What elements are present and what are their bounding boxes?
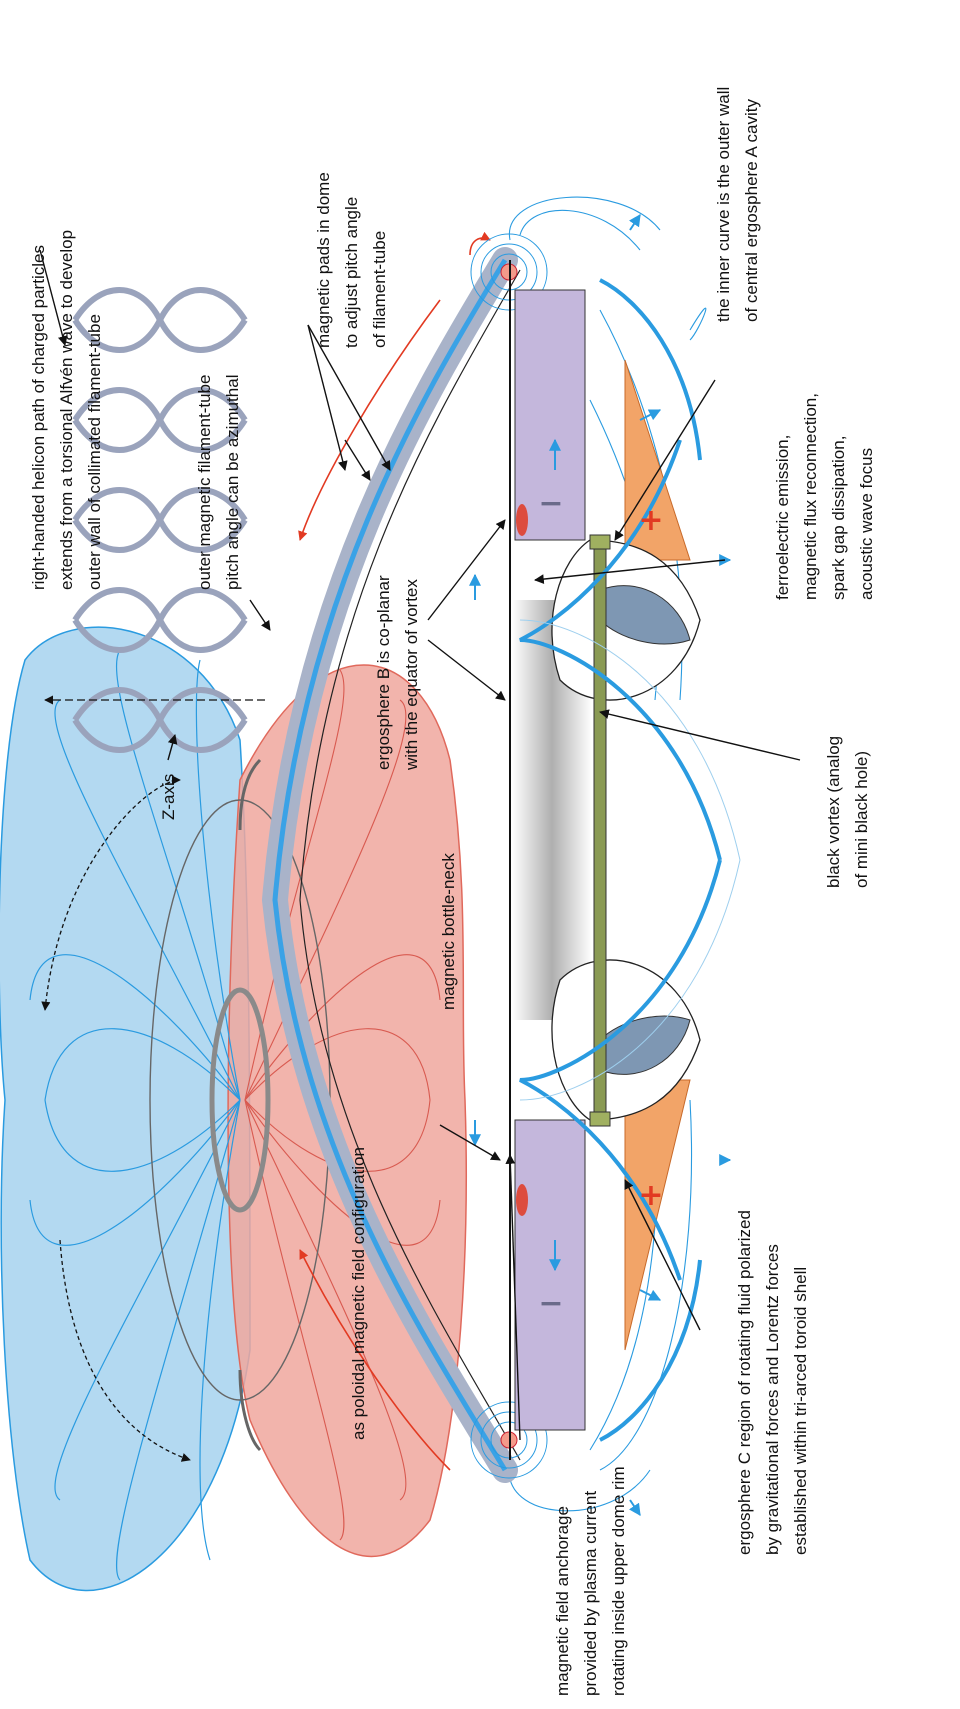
svg-text:of central ergosphere A cavity: of central ergosphere A cavity — [742, 98, 761, 322]
plus-sign-upper: + — [638, 503, 663, 538]
svg-text:provided by plasma current: provided by plasma current — [581, 1491, 600, 1696]
svg-text:outer magnetic filament-tube: outer magnetic filament-tube — [195, 375, 214, 590]
ergosphere-c-orange-lower — [624, 1079, 691, 1351]
svg-text:established within tri-arced t: established within tri-arced toroid shel… — [791, 1267, 810, 1555]
red-lobe — [227, 664, 467, 1558]
ergosphere-b-violet-upper — [514, 289, 586, 541]
svg-text:magnetic flux reconnection,: magnetic flux reconnection, — [801, 393, 820, 600]
svg-text:right-handed helicon path of c: right-handed helicon path of charged par… — [29, 245, 48, 590]
svg-text:the inner curve is the outer w: the inner curve is the outer wall — [714, 87, 733, 322]
svg-text:acoustic wave focus: acoustic wave focus — [857, 448, 876, 600]
label-ergosphere-c: ergosphere C region of rotating fluid po… — [735, 1210, 810, 1555]
svg-text:as poloidal magnetic field con: as poloidal magnetic field configuration — [349, 1147, 368, 1440]
svg-text:magnetic pads in dome: magnetic pads in dome — [314, 172, 333, 348]
label-anchorage: magnetic field anchorage provided by pla… — [553, 1466, 628, 1696]
svg-text:with the equator of vortex: with the equator of vortex — [402, 579, 421, 771]
svg-text:outer wall of collimated filam: outer wall of collimated filament-tube — [85, 314, 104, 590]
svg-text:ferroelectric emission,: ferroelectric emission, — [773, 435, 792, 600]
svg-text:Z-axis: Z-axis — [159, 774, 178, 820]
olive-band — [593, 539, 607, 1121]
svg-text:by gravitational forces and Lo: by gravitational forces and Lorentz forc… — [763, 1244, 782, 1555]
svg-text:ergosphere C region of rotatin: ergosphere C region of rotating fluid po… — [735, 1210, 754, 1555]
plus-sign-lower: + — [638, 1178, 663, 1213]
svg-text:of filament-tube: of filament-tube — [370, 231, 389, 348]
label-ferroelectric: ferroelectric emission, magnetic flux re… — [773, 393, 876, 600]
svg-text:rotating inside upper dome rim: rotating inside upper dome rim — [609, 1466, 628, 1696]
red-flow-upper — [298, 299, 441, 541]
svg-text:to adjust pitch angle: to adjust pitch angle — [342, 197, 361, 348]
label-z-axis: Z-axis — [159, 774, 178, 820]
label-inner-curve: the inner curve is the outer wall of cen… — [714, 87, 761, 322]
blue-flow-arrows — [469, 214, 732, 1516]
label-helicon: right-handed helicon path of charged par… — [29, 230, 104, 590]
minus-sign-upper: − — [538, 486, 563, 521]
svg-text:ergosphere B is co-planar: ergosphere B is co-planar — [374, 575, 393, 770]
svg-text:pitch angle can be azimuthal: pitch angle can be azimuthal — [223, 375, 242, 590]
label-ergosphere-b: ergosphere B is co-planar with the equat… — [374, 575, 421, 771]
poloidal-field-graphic — [0, 626, 467, 1592]
svg-text:of mini black hole): of mini black hole) — [852, 751, 871, 888]
svg-text:spark gap dissipation,: spark gap dissipation, — [829, 436, 848, 600]
red-flow-lower — [299, 1249, 451, 1471]
svg-text:magnetic field anchorage: magnetic field anchorage — [553, 1506, 572, 1696]
svg-text:extends from a torsional Alfvé: extends from a torsional Alfvén wave to … — [57, 230, 76, 590]
leader-arrows — [39, 249, 801, 1441]
label-black-vortex: black vortex (analog of mini black hole) — [824, 736, 871, 888]
svg-text:magnetic bottle-neck: magnetic bottle-neck — [439, 853, 458, 1010]
ergosphere-b-violet-lower — [514, 1119, 586, 1431]
label-pitch-angle: outer magnetic filament-tube pitch angle… — [195, 375, 242, 590]
helicon-helix — [44, 287, 265, 753]
dashed-path-top — [41, 775, 181, 1011]
dashed-path-bottom — [59, 1239, 191, 1462]
minus-sign-lower: − — [538, 1286, 563, 1321]
field-lines-blue — [29, 649, 241, 1581]
central-ring — [209, 987, 271, 1213]
svg-text:black vortex (analog: black vortex (analog — [824, 736, 843, 888]
label-magnetic-pads: magnetic pads in dome to adjust pitch an… — [314, 172, 389, 348]
label-poloidal: as poloidal magnetic field configuration — [349, 1147, 368, 1440]
nozzle-upper — [599, 585, 691, 645]
vortex-disk-graphic: − − + + — [261, 196, 741, 1516]
label-bottle-neck: magnetic bottle-neck — [439, 853, 458, 1010]
